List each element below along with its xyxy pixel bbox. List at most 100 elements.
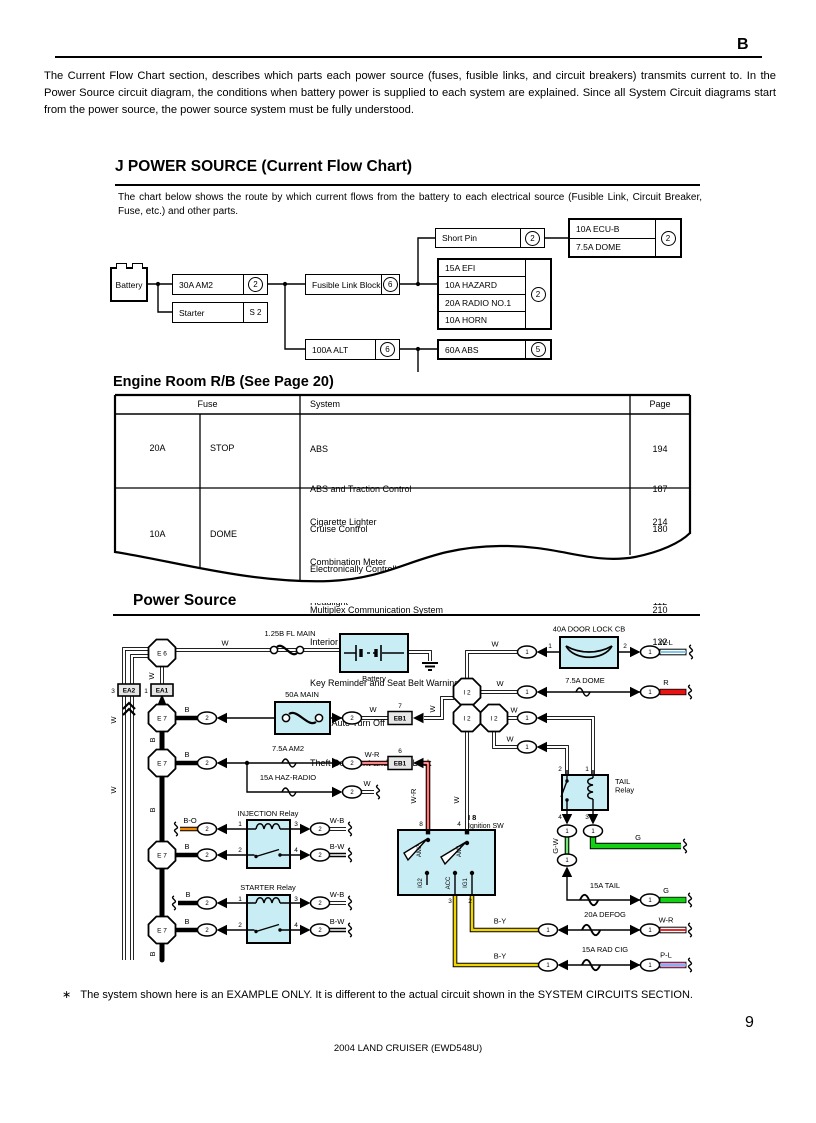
svg-text:2: 2 <box>318 928 322 934</box>
ground-symbol <box>422 662 438 671</box>
svg-text:2: 2 <box>205 827 209 833</box>
pin-number: 3 <box>585 814 589 821</box>
table-torn-edge <box>114 532 691 603</box>
connector-id: EB1 <box>394 761 407 768</box>
wire-label-w: W <box>369 705 377 714</box>
svg-text:1: 1 <box>546 963 550 969</box>
pin-number: 1 <box>144 688 148 695</box>
pin-number: 1 <box>238 896 242 903</box>
col-header-fuse: Fuse <box>197 399 218 409</box>
wire-label-wr: W-R <box>365 750 380 759</box>
starter-ref: S 2 <box>243 303 267 322</box>
fuse-name: STOP <box>210 443 235 453</box>
svg-text:1: 1 <box>648 928 652 934</box>
footer-title: 2004 LAND CRUISER (EWD548U) <box>333 1043 483 1054</box>
ecub-label: 10A ECU-B <box>570 220 655 239</box>
wire-label-bw: B-W <box>330 842 346 851</box>
abs-label: 60A ABS <box>445 344 479 355</box>
system-item: Cigarette Lighter <box>310 516 377 527</box>
defog-fuse-label: 20A DEFOG <box>584 910 626 919</box>
tail-relay-label: TAIL <box>615 777 630 786</box>
abs-box: 60A ABS 5 <box>437 339 552 360</box>
starter-relay-label: STARTER Relay <box>240 883 296 892</box>
radcig-fuse-label: 15A RAD CIG <box>582 945 628 954</box>
radio-label: 20A RADIO NO.1 <box>439 295 525 312</box>
pin-number: 4 <box>294 847 298 854</box>
foot-note: ∗ The system shown here is an EXAMPLE ON… <box>62 988 693 1001</box>
connector-id: E 7 <box>157 853 167 860</box>
am2-label: 30A AM2 <box>179 279 214 290</box>
ignition-id: I 8 <box>468 813 476 822</box>
battery-terminal <box>132 263 143 269</box>
fusible-link-fl-main <box>269 644 305 656</box>
horn-label: 10A HORN <box>445 314 488 325</box>
wire-label-b: B <box>148 807 157 812</box>
svg-text:1: 1 <box>591 829 595 835</box>
battery-terminal <box>116 263 127 269</box>
svg-text:1: 1 <box>565 858 569 864</box>
wire-label-b: B <box>185 890 190 899</box>
wire-label-wb: W-B <box>330 890 344 899</box>
battery-label: Battery <box>362 674 386 683</box>
asterisk: ∗ <box>62 989 72 1001</box>
svg-text:2: 2 <box>205 928 209 934</box>
col-header-page: Page <box>649 399 671 409</box>
terminal-am1: AM1 <box>457 844 463 857</box>
connector-id: E 7 <box>157 928 167 935</box>
terminal-ig1: IG1 <box>463 878 469 888</box>
ref-circle: 2 <box>525 230 540 246</box>
wire-label-b: B <box>148 951 157 956</box>
system-item: Cruise Control <box>310 524 368 535</box>
footnote-text: The system shown here is an EXAMPLE ONLY… <box>80 989 693 1001</box>
svg-text:1: 1 <box>648 898 652 904</box>
ref-circle: 2 <box>248 277 263 292</box>
pin-number: 4 <box>457 821 461 828</box>
rb-table-borders <box>113 393 692 582</box>
bw-wires <box>329 852 346 933</box>
chapter-heading: J POWER SOURCE (Current Flow Chart) <box>115 158 413 175</box>
ecub-dome-group: 10A ECU-B 7.5A DOME 2 <box>568 218 682 258</box>
header-rule <box>55 56 762 58</box>
svg-text:1: 1 <box>525 745 529 751</box>
ignition-label: Ignition SW <box>468 823 504 830</box>
svg-text:1: 1 <box>648 963 652 969</box>
svg-text:2: 2 <box>318 901 322 907</box>
tail-relay <box>560 774 609 811</box>
fusible-link-block-box: Fusible Link Block 6 <box>305 274 400 295</box>
main-fuse-label: 50A MAIN <box>285 690 319 699</box>
wire-label-b: B <box>184 705 189 714</box>
short-pin-box: Short Pin 2 <box>435 228 545 248</box>
fuse-amp: 10A <box>149 529 166 539</box>
fl-main-label: 1.25B FL MAIN <box>265 629 316 638</box>
terminal-am2: AM2 <box>417 844 423 857</box>
starter-relay <box>246 894 291 944</box>
flb-label: Fusible Link Block <box>312 279 381 290</box>
tail-relay-label2: Relay <box>615 786 634 795</box>
wire-label-wb: W-B <box>330 816 344 825</box>
pin-number: 3 <box>111 688 115 695</box>
wire-label-w: W <box>110 786 118 794</box>
connector-id: EA2 <box>123 688 136 695</box>
svg-text:2: 2 <box>205 901 209 907</box>
pin-number: 2 <box>558 766 562 773</box>
pin-number: 2 <box>623 643 627 650</box>
svg-text:1: 1 <box>565 829 569 835</box>
power-source-rule <box>113 614 700 617</box>
wire-label-w: W <box>491 640 499 649</box>
wire-label-wr: W-R <box>409 788 418 803</box>
pin-number: 2 <box>468 898 472 905</box>
starter-box: Starter S 2 <box>172 302 268 323</box>
wire-label-w: W <box>110 716 118 724</box>
connector-id: E 6 <box>157 651 167 658</box>
pin-number: 3 <box>448 898 452 905</box>
short-pin-label: Short Pin <box>442 233 477 243</box>
svg-text:2: 2 <box>318 853 322 859</box>
fuse-amp: 20A <box>149 443 166 453</box>
wire-label-w: W <box>428 705 437 713</box>
svg-text:2: 2 <box>350 761 354 767</box>
wire-label-g: G <box>635 833 641 842</box>
intro-paragraph: The Current Flow Chart section, describe… <box>44 70 776 116</box>
svg-text:1: 1 <box>648 690 652 696</box>
efi-label: 15A EFI <box>439 260 525 278</box>
svg-text:1: 1 <box>525 690 529 696</box>
